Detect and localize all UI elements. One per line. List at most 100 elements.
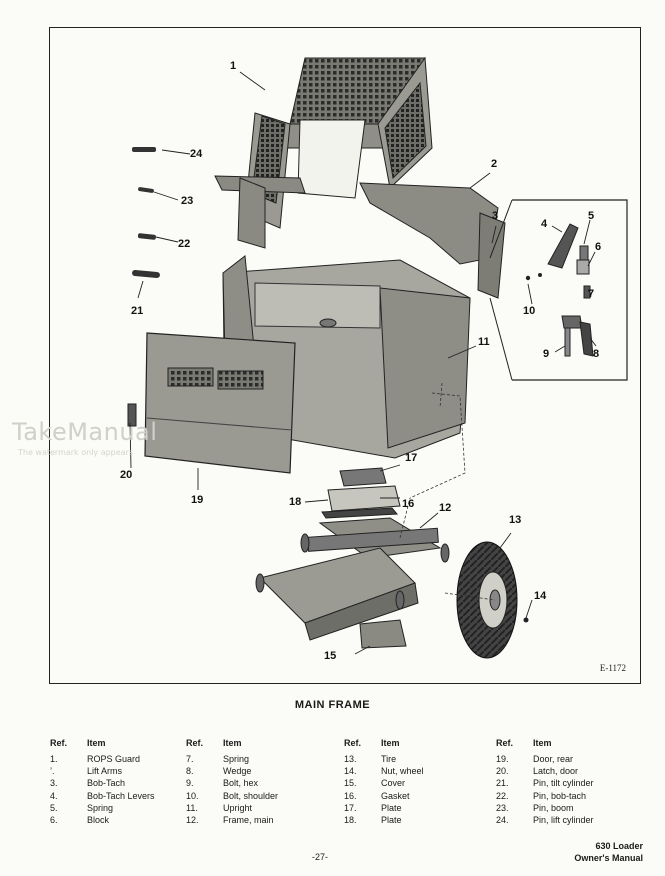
parts-row: 9. Bolt, hex xyxy=(186,778,278,790)
part-ref: 22. xyxy=(496,790,509,801)
page-number: -27- xyxy=(312,852,329,862)
parts-row: 13. Tire xyxy=(344,754,424,766)
callout-16: 16 xyxy=(402,498,415,510)
part-item: Wedge xyxy=(223,766,252,777)
bob-tach-detail xyxy=(489,199,628,381)
part-item: Bob-Tach xyxy=(87,778,126,789)
callout-2: 2 xyxy=(491,158,498,170)
part-ref: 7. xyxy=(186,754,194,764)
parts-column-2: Ref.Item 7.Spring 8.Wedge 9.Bolt, hex 10… xyxy=(186,738,278,827)
part-item: Cover xyxy=(381,778,406,789)
part-ref: 20. xyxy=(496,766,509,777)
rear-door xyxy=(144,332,296,474)
part-item: Plate xyxy=(381,802,402,813)
callout-10: 10 xyxy=(523,305,536,317)
part-ref: 9. xyxy=(186,778,194,789)
part-ref: 14. xyxy=(344,766,357,777)
callout-12: 12 xyxy=(439,502,452,514)
parts-column-3: Ref.Item 13.Tire 14.Nut, wheel 15.Cover … xyxy=(344,738,424,827)
parts-row: ’.Lift Arms xyxy=(50,766,155,778)
part-ref: 11. xyxy=(186,802,198,813)
callout-3: 3 xyxy=(492,210,499,222)
part-item: Plate xyxy=(381,814,402,825)
parts-row: 22.Pin, bob-tach xyxy=(496,791,594,803)
callout-8: 8 xyxy=(593,348,600,360)
part-ref: 16. xyxy=(344,790,357,801)
callout-19: 19 xyxy=(191,494,204,506)
parts-column-1: Ref.Item 1.ROPS Guard ’.Lift Arms 3.Bob-… xyxy=(50,738,155,827)
parts-row: 20.Latch, door xyxy=(496,766,594,778)
item-header: Item xyxy=(223,738,242,748)
callout-21: 21 xyxy=(131,305,144,317)
leader-lines xyxy=(129,71,597,655)
item-header: Item xyxy=(533,738,552,748)
pins xyxy=(132,147,160,278)
parts-row: 24.Pin, lift cylinder xyxy=(496,815,594,827)
callout-14: 14 xyxy=(534,590,547,602)
main-frame xyxy=(255,517,450,641)
cover xyxy=(359,619,407,649)
assembly-lines xyxy=(399,382,496,601)
part-ref: 15. xyxy=(344,778,357,789)
parts-row: 23.Pin, boom xyxy=(496,803,594,815)
part-item: Tire xyxy=(381,754,397,764)
lift-arms xyxy=(214,175,506,299)
callout-11: 11 xyxy=(478,336,490,348)
callout-24: 24 xyxy=(190,148,203,160)
figure-title: MAIN FRAME xyxy=(294,699,371,711)
part-item: Spring xyxy=(223,754,250,764)
callout-5: 5 xyxy=(588,210,595,222)
part-item: ROPS Guard xyxy=(87,754,141,764)
callout-4: 4 xyxy=(541,218,548,230)
manual-footer: 630 Loader Owner's Manual xyxy=(574,840,643,864)
callout-15: 15 xyxy=(324,650,337,662)
parts-row: 4.Bob-Tach Levers xyxy=(50,791,155,803)
rops-guard xyxy=(244,56,433,229)
callout-6: 6 xyxy=(595,241,602,253)
watermark-note: The watermark only appears xyxy=(18,448,134,457)
part-item: Block xyxy=(87,814,110,825)
callout-13: 13 xyxy=(509,514,522,526)
part-ref: 12. xyxy=(186,814,199,825)
part-ref: 17. xyxy=(344,802,357,813)
callout-1: 1 xyxy=(230,60,237,72)
part-item: Spring xyxy=(87,802,114,813)
manual-name: Owner's Manual xyxy=(574,853,643,863)
ref-header: Ref. xyxy=(186,738,204,748)
item-header: Item xyxy=(381,738,400,748)
door-latch xyxy=(127,403,137,427)
ref-header: Ref. xyxy=(50,738,68,748)
parts-row: 3. Bob-Tach xyxy=(50,778,155,790)
part-ref: 6. xyxy=(50,814,58,825)
parts-row: 16. Gasket xyxy=(344,791,424,803)
part-ref: 18. xyxy=(344,814,357,825)
part-item: Frame, main xyxy=(223,814,274,825)
part-item: Upright xyxy=(223,802,253,813)
part-ref: 23. xyxy=(496,802,509,813)
ref-header: Ref. xyxy=(496,738,514,748)
part-item: Nut, wheel xyxy=(381,766,424,777)
part-item: Gasket xyxy=(381,790,410,801)
parts-row: 7. Spring xyxy=(186,754,278,766)
parts-row: 8.Wedge xyxy=(186,766,278,778)
parts-row: 19. Door, rear xyxy=(496,754,594,766)
part-ref: 5. xyxy=(50,802,58,813)
drawing-code: E-1172 xyxy=(599,663,626,673)
ref-header: Ref. xyxy=(344,738,362,748)
callout-23: 23 xyxy=(181,195,194,207)
callout-20: 20 xyxy=(120,469,133,481)
part-item: Pin, tilt cylinder xyxy=(533,778,594,789)
parts-row: 18. Plate xyxy=(344,815,424,827)
parts-column-4: Ref.Item 19.Door, rear 20.Latch, door 21… xyxy=(496,738,594,827)
part-ref: 19. xyxy=(496,754,509,764)
callout-18: 18 xyxy=(289,496,302,508)
part-item: Door, rear xyxy=(533,754,574,764)
part-ref: 3. xyxy=(50,778,58,789)
callout-22: 22 xyxy=(178,238,191,250)
parts-row: 12. Frame, main xyxy=(186,815,278,827)
item-header: Item xyxy=(87,738,106,748)
part-ref: 13. xyxy=(344,754,357,764)
part-item: Bolt, hex xyxy=(223,778,259,789)
part-ref: ’. xyxy=(50,766,55,777)
callout-9: 9 xyxy=(543,348,550,360)
